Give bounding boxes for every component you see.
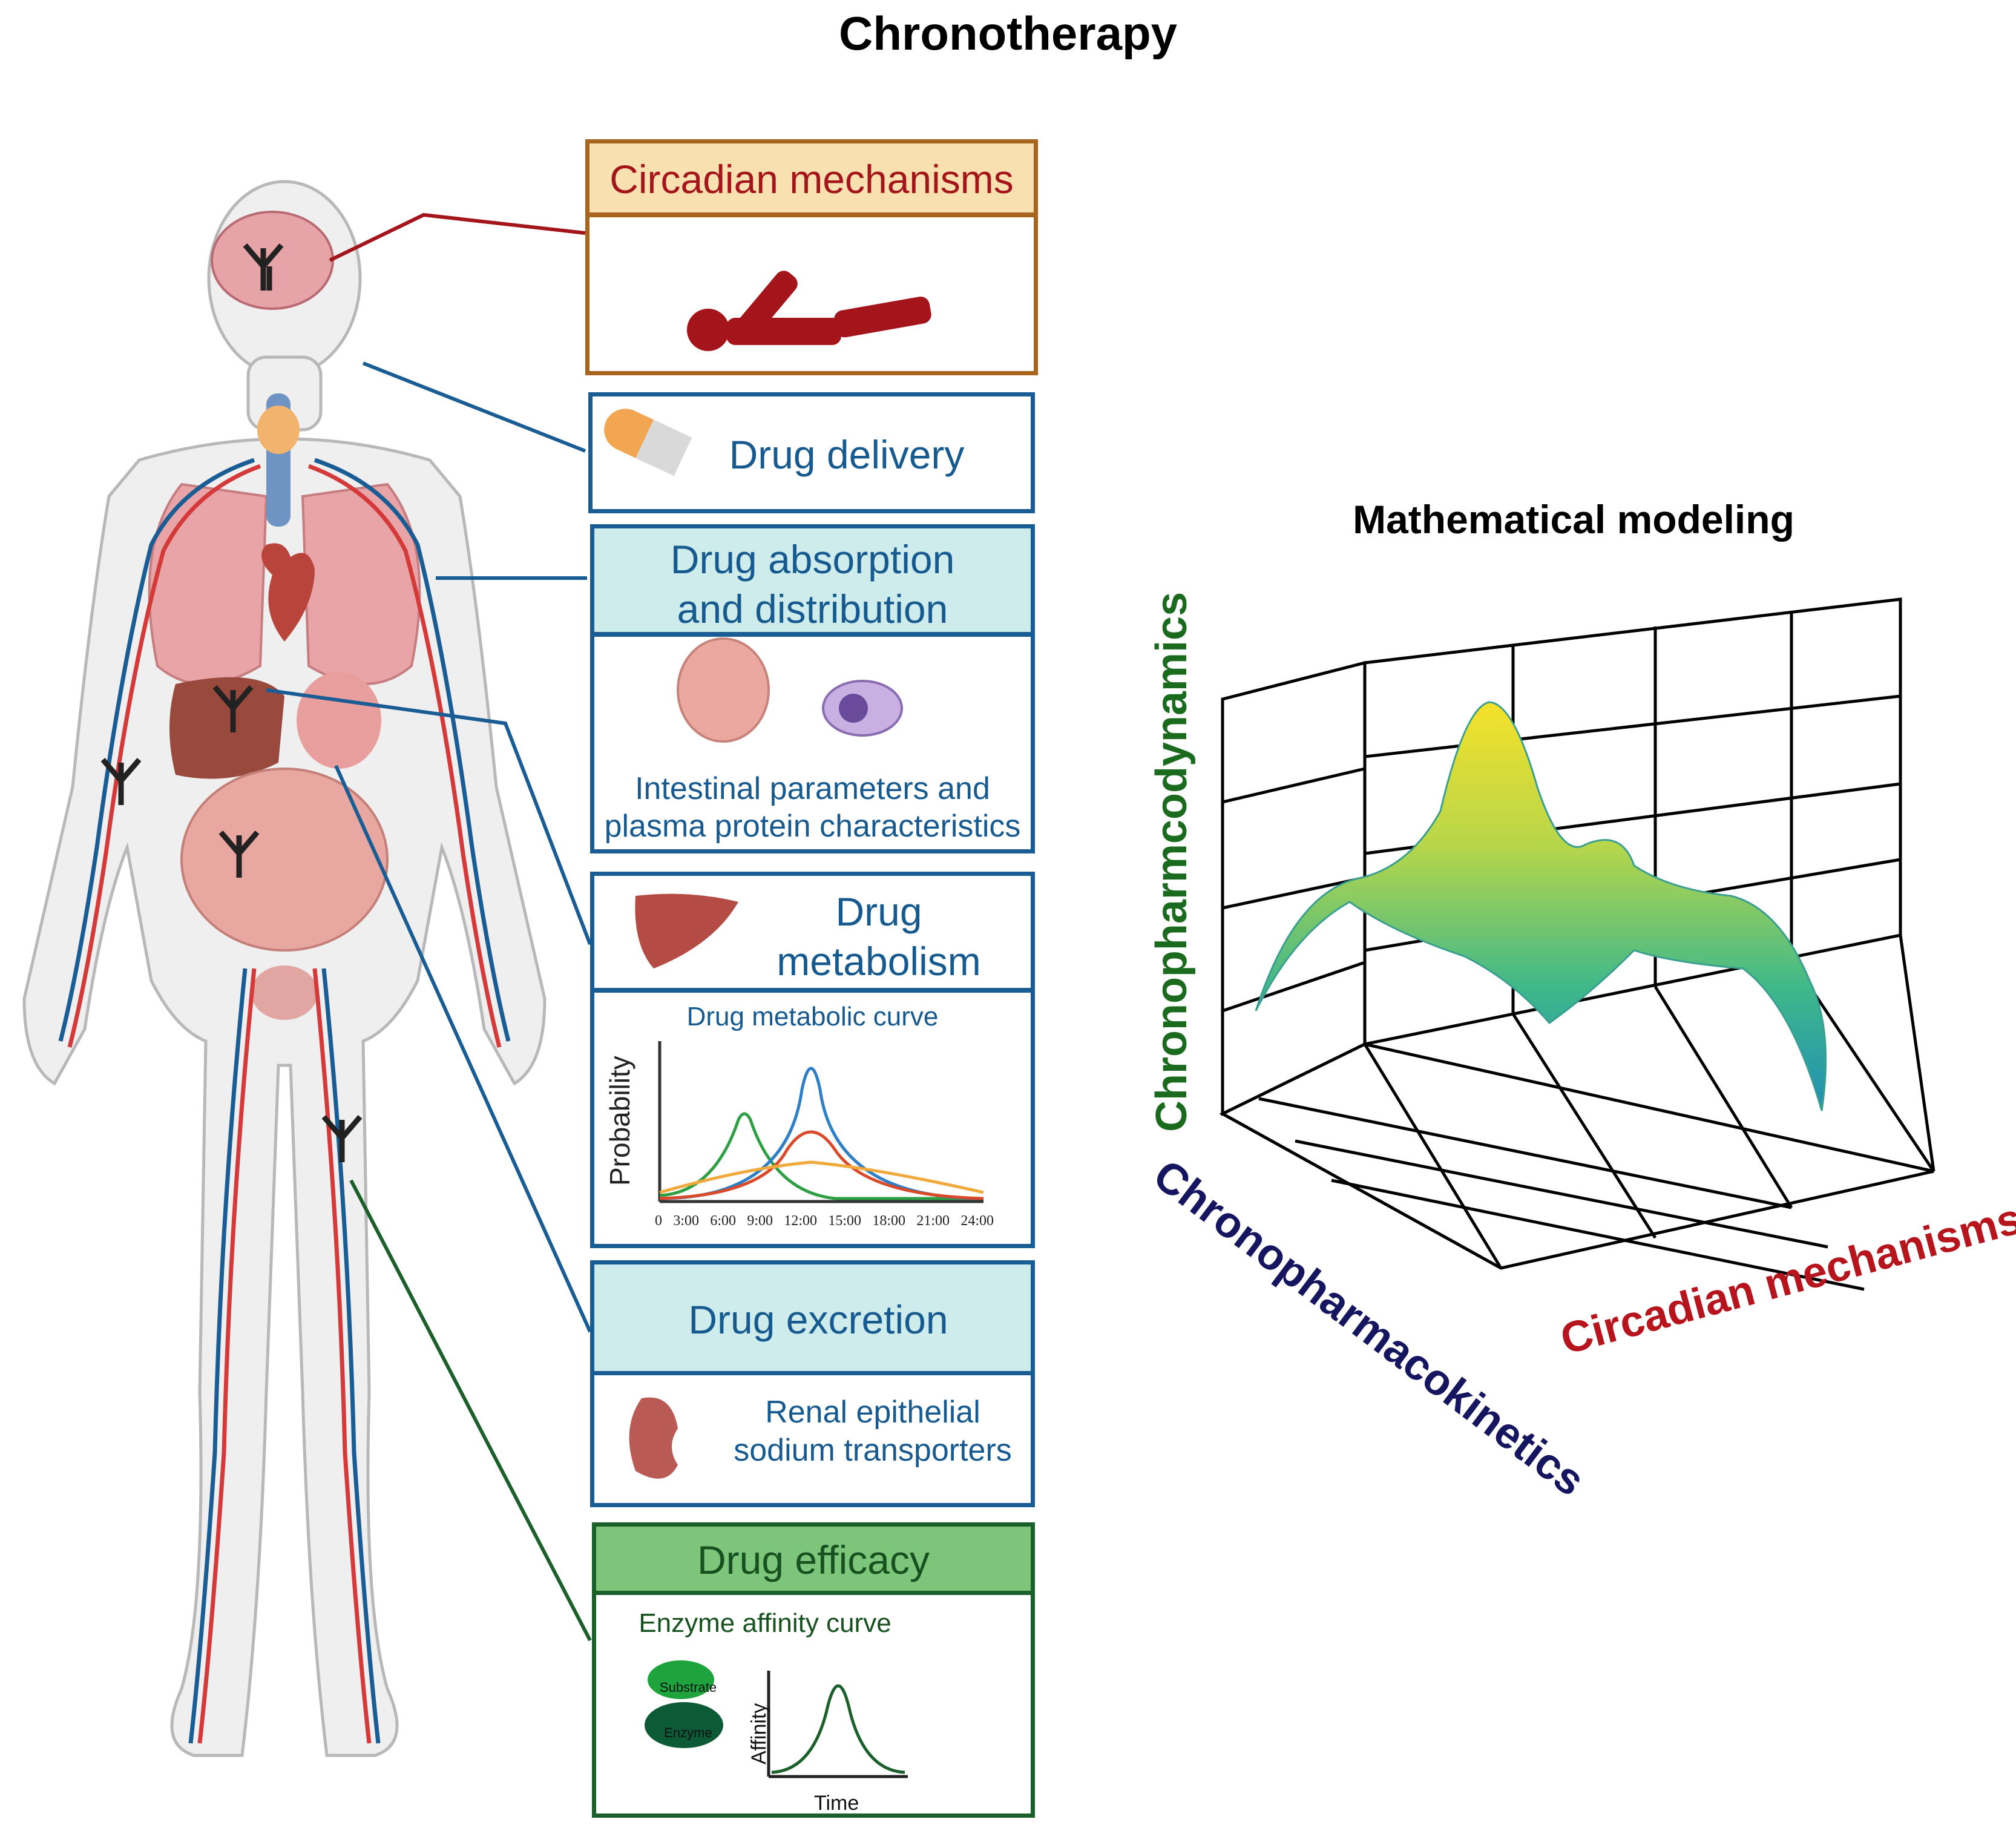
- surface-mesh: [1255, 701, 1827, 1111]
- enzyme-icon: [645, 1702, 723, 1748]
- drug-metabolism-body: Drug metabolic curve Probability 0 3:00 …: [590, 988, 1035, 1248]
- lungs-icon: [148, 482, 421, 685]
- xtick: 3:00: [673, 1213, 699, 1229]
- intestines-icon: [180, 768, 389, 952]
- brain-icon: [211, 211, 334, 310]
- drug-efficacy-label: Drug efficacy: [697, 1537, 930, 1582]
- xtick: 18:00: [872, 1213, 905, 1229]
- affinity-curve-title: Enzyme affinity curve: [639, 1608, 891, 1638]
- liver-icon: [635, 893, 738, 968]
- circadian-mechanisms-header: Circadian mechanisms: [585, 139, 1038, 217]
- drug-excretion-header: Drug excretion: [590, 1260, 1035, 1375]
- metabolic-curve-plot: [658, 1041, 984, 1203]
- absorption-body-line2: plasma protein characteristics: [604, 809, 1021, 844]
- enzyme-label: Enzyme: [664, 1725, 712, 1740]
- circadian-mechanisms-label: Circadian mechanisms: [609, 157, 1014, 202]
- drug-delivery-box: Drug delivery: [588, 392, 1035, 513]
- drug-metabolism-label-line1: Drug: [835, 889, 922, 934]
- sleeping-person-icon: [687, 271, 931, 351]
- metabolic-ylabel: Probability: [604, 1056, 635, 1186]
- xtick: 0: [655, 1213, 662, 1229]
- xtick: 9:00: [747, 1213, 773, 1229]
- excretion-body-line2: sodium transporters: [734, 1433, 1012, 1468]
- substrate-icon: [648, 1660, 714, 1699]
- xtick: 15:00: [828, 1213, 861, 1229]
- xtick: 12:00: [784, 1213, 817, 1229]
- stomach-icon: [297, 672, 381, 769]
- substrate-label: Substrate: [659, 1680, 717, 1695]
- drug-delivery-label: Drug delivery: [729, 432, 965, 477]
- absorption-body-line1: Intestinal parameters and: [635, 771, 990, 806]
- heart-icon: [261, 543, 315, 642]
- drug-metabolism-label-line2: metabolism: [777, 939, 981, 984]
- bladder-icon: [251, 965, 318, 1020]
- xtick: 24:00: [960, 1213, 994, 1229]
- metabolic-xticks: 0 3:00 6:00 9:00 12:00 15:00 18:00 21:00…: [655, 1213, 994, 1229]
- liver-icon-body: [169, 677, 284, 779]
- page-title: Chronotherapy: [838, 7, 1178, 60]
- capsule-icon: [604, 409, 692, 476]
- axis-label-vertical: Chronopharmcodynamics: [1148, 591, 1196, 1132]
- excretion-body-line1: Renal epithelial: [765, 1395, 980, 1430]
- modeling-title: Mathematical modeling: [1353, 497, 1794, 542]
- xtick: 6:00: [710, 1213, 736, 1229]
- affinity-curve-plot: [767, 1671, 908, 1778]
- intestine-icon: [677, 637, 770, 743]
- antibody-icons: [100, 243, 363, 1162]
- blood-vessels: [58, 458, 511, 1744]
- drug-absorption-header: Drug absorption and distribution: [590, 524, 1035, 636]
- drug-absorption-body: Intestinal parameters and plasma protein…: [590, 633, 1035, 853]
- kidney-icon: [629, 1397, 678, 1479]
- xtick: 21:00: [916, 1213, 950, 1229]
- affinity-ylabel: Affinity: [747, 1703, 770, 1764]
- connector-lines: [266, 212, 592, 1642]
- drug-efficacy-header: Drug efficacy: [592, 1522, 1035, 1595]
- drug-absorption-label-line2: and distribution: [677, 587, 948, 631]
- drug-excretion-body: Renal epithelial sodium transporters: [590, 1371, 1035, 1507]
- affinity-xlabel: Time: [814, 1792, 859, 1815]
- thyroid-icon: [257, 406, 300, 454]
- drug-absorption-label-line1: Drug absorption: [670, 537, 955, 582]
- drug-efficacy-body: Enzyme affinity curve Substrate Enzyme A…: [592, 1591, 1035, 1818]
- metabolic-curve-title: Drug metabolic curve: [686, 1002, 939, 1031]
- drug-metabolism-header: Drug metabolism: [590, 872, 1035, 993]
- drug-excretion-label: Drug excretion: [688, 1297, 948, 1342]
- circadian-mechanisms-body: [585, 213, 1038, 375]
